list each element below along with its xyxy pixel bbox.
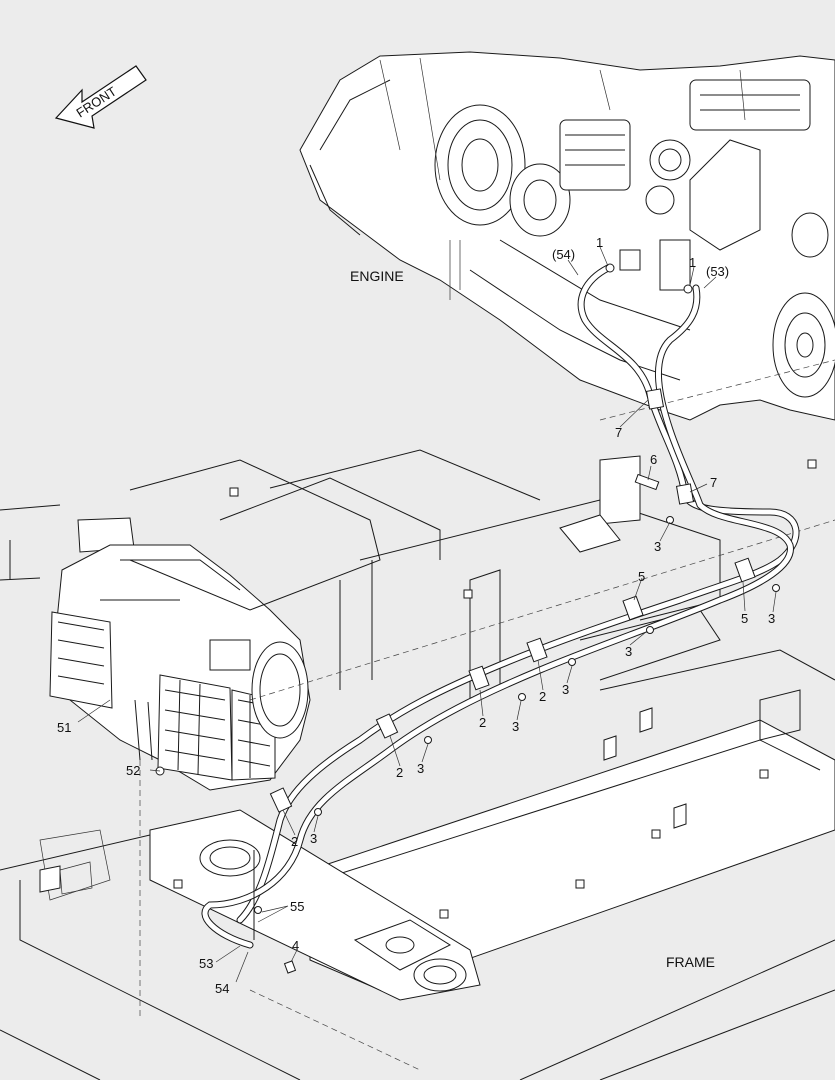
callout-55: 55 [290, 899, 304, 914]
part-callouts: 1 1 (54) (53) 7 6 7 3 5 5 3 3 2 3 2 3 2 … [57, 235, 775, 996]
engine-label: ENGINE [350, 268, 404, 284]
heater-hoses [201, 263, 800, 974]
callout-3e: 3 [512, 719, 519, 734]
heater-unit [49, 517, 311, 791]
callout-3a: 3 [654, 539, 661, 554]
callout-2c: 2 [396, 765, 403, 780]
callout-53-ref: (53) [706, 264, 729, 279]
callout-3f: 3 [417, 761, 424, 776]
callout-2d: 2 [291, 834, 298, 849]
callout-7b: 7 [710, 475, 717, 490]
callout-54-ref: (54) [552, 247, 575, 262]
callout-3d: 3 [562, 682, 569, 697]
callout-54: 54 [215, 981, 229, 996]
callout-51: 51 [57, 720, 71, 735]
engine-assembly [299, 51, 835, 421]
callout-1a: 1 [596, 235, 603, 250]
leader-lines [77, 246, 777, 983]
frame-structure [0, 359, 835, 1080]
frame-label: FRAME [666, 954, 715, 970]
callout-3g: 3 [310, 831, 317, 846]
callout-1b: 1 [689, 255, 696, 270]
callout-7a: 7 [615, 425, 622, 440]
callout-53: 53 [199, 956, 213, 971]
callout-2b: 2 [479, 715, 486, 730]
callout-2a: 2 [539, 689, 546, 704]
callout-3c: 3 [625, 644, 632, 659]
front-arrow: FRONT [54, 65, 147, 129]
callout-5b: 5 [741, 611, 748, 626]
callout-3b: 3 [768, 611, 775, 626]
callout-4: 4 [292, 938, 299, 953]
callout-6: 6 [650, 452, 657, 467]
callout-52: 52 [126, 763, 140, 778]
callout-5a: 5 [638, 569, 645, 584]
